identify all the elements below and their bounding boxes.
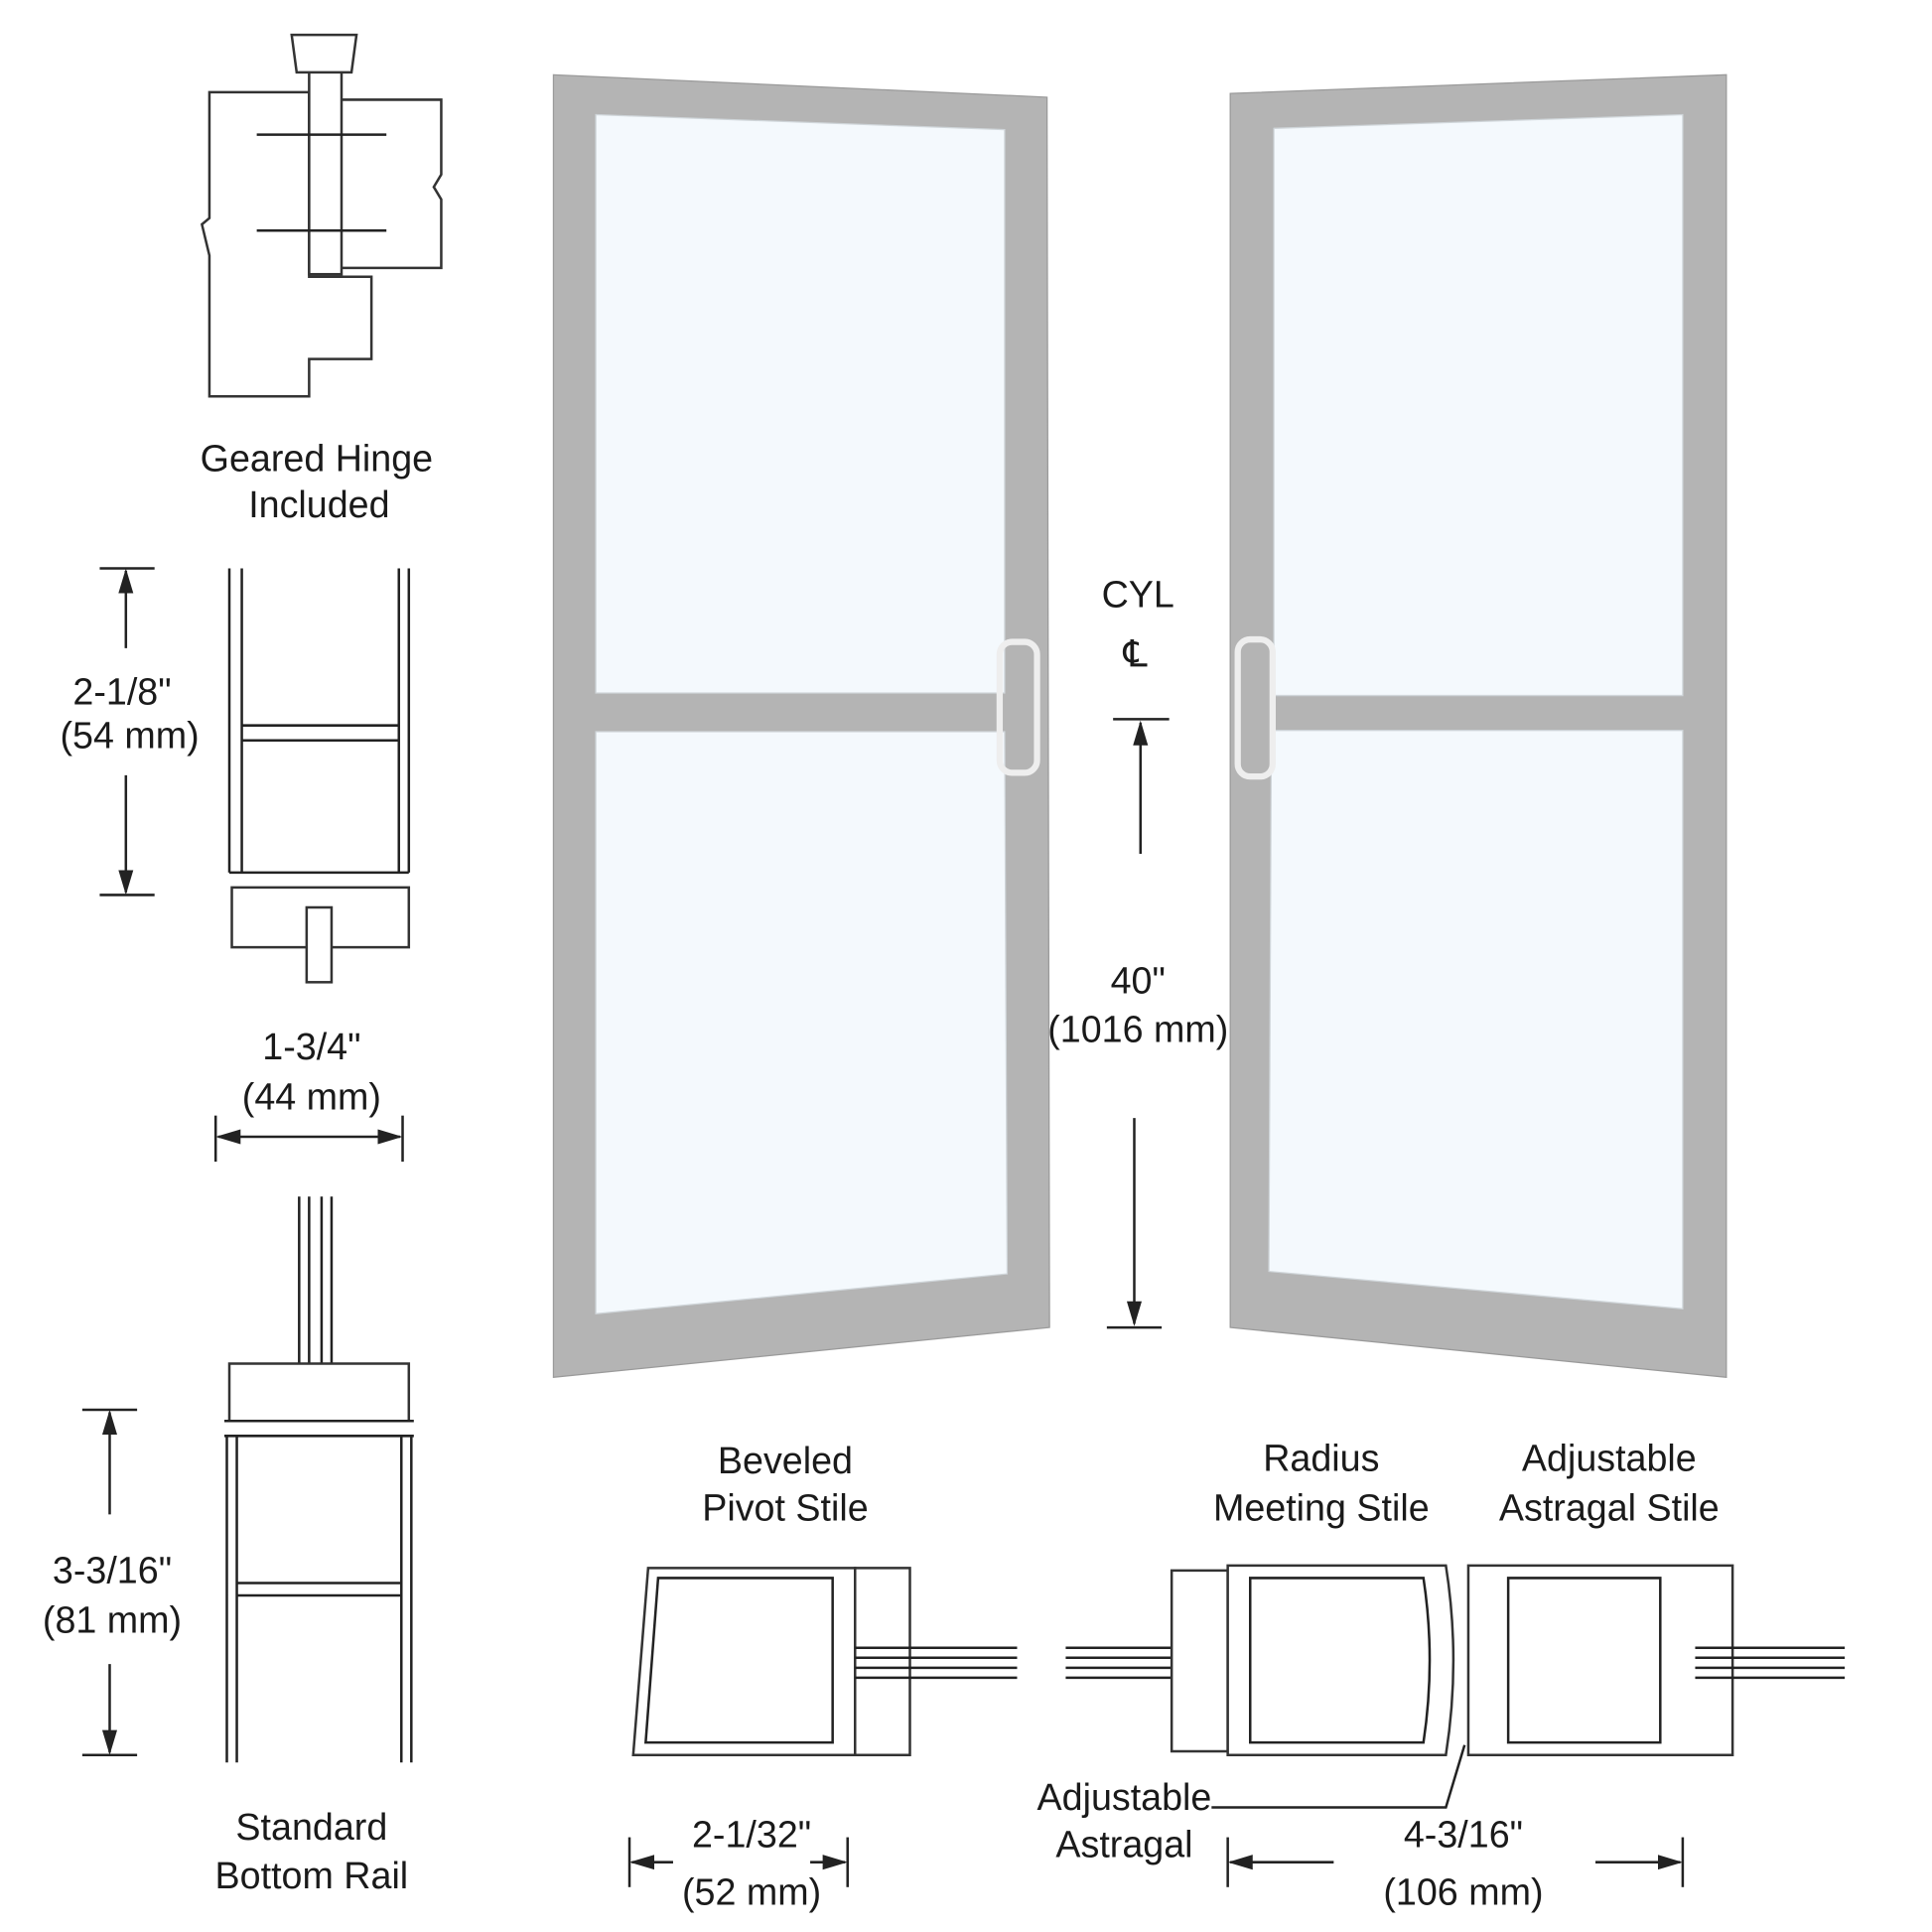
pivot-stile-dim-mm: (52 mm) bbox=[682, 1870, 821, 1912]
adjustable-astragal-label-1: Adjustable bbox=[1037, 1776, 1212, 1818]
standard-bottom-rail-label-2: Bottom Rail bbox=[215, 1855, 409, 1896]
top-rail-profile bbox=[227, 568, 411, 984]
beveled-pivot-stile-label-1: Beveled bbox=[718, 1440, 853, 1481]
adjustable-astragal-stile-label-2: Astragal Stile bbox=[1499, 1487, 1720, 1529]
bottom-rail-profile bbox=[223, 1196, 414, 1763]
top-rail-dim-mm: (54 mm) bbox=[60, 714, 199, 756]
astragal-leader-line bbox=[1211, 1744, 1466, 1809]
geared-hinge-label-1: Geared Hinge bbox=[201, 438, 433, 480]
height-dim-in: 40" bbox=[1111, 960, 1166, 1002]
right-door bbox=[1229, 73, 1727, 1379]
meeting-stile-profile bbox=[1065, 1564, 1846, 1756]
meeting-stile-dim-in: 4-3/16" bbox=[1404, 1814, 1523, 1856]
meeting-stile-dim-mm: (106 mm) bbox=[1383, 1870, 1543, 1912]
beveled-pivot-stile-profile bbox=[631, 1567, 1018, 1756]
beveled-pivot-stile-label-2: Pivot Stile bbox=[702, 1487, 868, 1529]
cyl-label: CYL bbox=[1102, 573, 1174, 615]
radius-meeting-stile-label-1: Radius bbox=[1263, 1437, 1379, 1478]
stile-width-dim-in: 1-3/4" bbox=[262, 1026, 360, 1067]
top-rail-dim-in: 2-1/8" bbox=[72, 670, 171, 712]
geared-hinge-label-2: Included bbox=[248, 483, 389, 525]
door-pull-handle bbox=[1234, 635, 1276, 780]
radius-meeting-stile-label-2: Meeting Stile bbox=[1213, 1487, 1430, 1529]
door-pull-handle bbox=[996, 638, 1040, 776]
centerline-symbol: ℄ bbox=[1123, 633, 1149, 675]
adjustable-astragal-label-2: Astragal bbox=[1055, 1824, 1192, 1865]
left-door bbox=[552, 73, 1050, 1379]
pivot-stile-dim-in: 2-1/32" bbox=[692, 1814, 811, 1856]
stile-width-dim-mm: (44 mm) bbox=[242, 1075, 381, 1117]
bottom-rail-dim-mm: (81 mm) bbox=[43, 1599, 182, 1641]
bottom-rail-dim-in: 3-3/16" bbox=[53, 1549, 172, 1590]
standard-bottom-rail-label-1: Standard bbox=[235, 1806, 387, 1848]
height-dim-mm: (1016 mm) bbox=[1047, 1009, 1228, 1050]
adjustable-astragal-stile-label-1: Adjustable bbox=[1522, 1437, 1697, 1478]
geared-hinge-drawing bbox=[200, 33, 443, 398]
